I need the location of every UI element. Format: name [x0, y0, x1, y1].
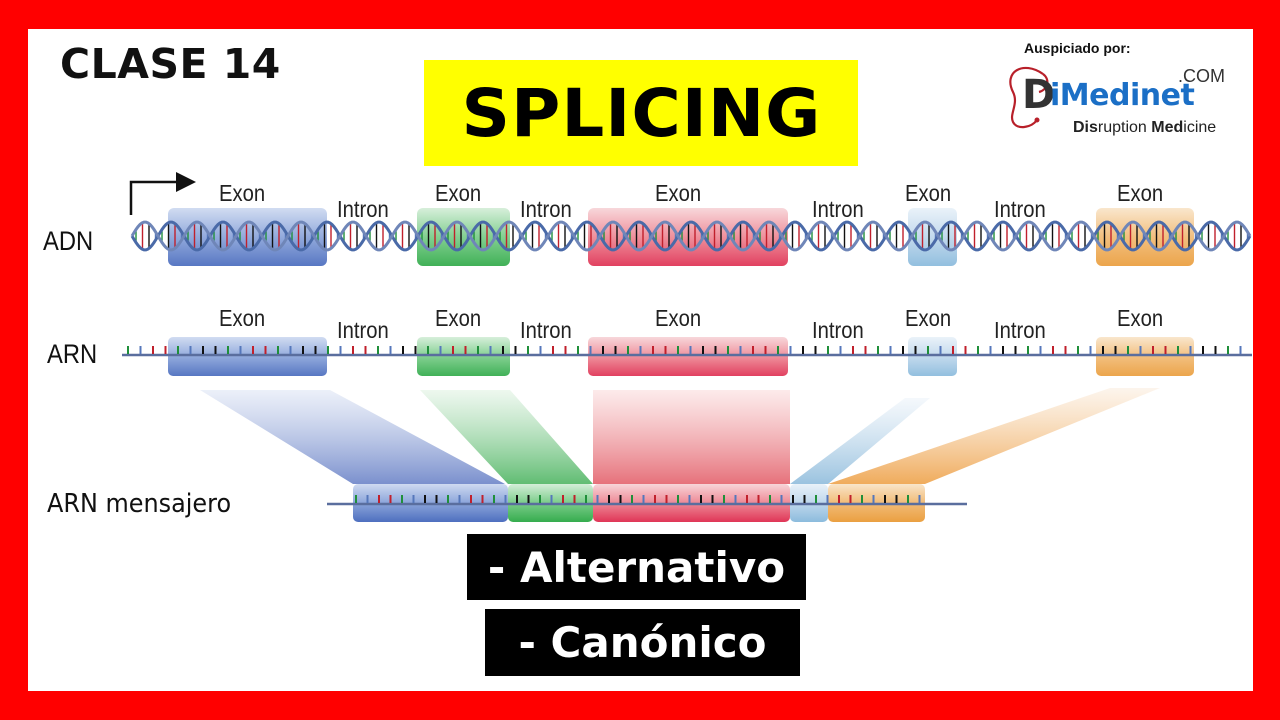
logo-tagline: Disruption Medicine: [1073, 119, 1217, 136]
class-number-label: CLASE 14: [60, 40, 281, 88]
rna-intron-label: Intron: [812, 317, 864, 343]
dna-exon-label: Exon: [655, 180, 702, 206]
rna-exon-label: Exon: [435, 305, 482, 331]
page-title: SPLICING: [461, 74, 821, 152]
rna-exon-label: Exon: [1117, 305, 1164, 331]
title-banner: SPLICING: [424, 60, 858, 166]
dna-exon-label: Exon: [1117, 180, 1164, 206]
dna-helix: [130, 220, 1252, 252]
logo-brand: iMedinet: [1050, 78, 1195, 113]
rna-intron-label: Intron: [994, 317, 1046, 343]
rna-strand: [122, 337, 1252, 376]
rna-intron-label: Intron: [520, 317, 572, 343]
dna-intron-label: Intron: [994, 196, 1046, 222]
dna-exon-label: Exon: [905, 180, 952, 206]
tag-canonico: - Canónico: [485, 609, 800, 676]
dna-intron-label: Intron: [812, 196, 864, 222]
stethoscope-icon: [1009, 66, 1049, 129]
transcription-start-arrow: [129, 172, 196, 215]
dna-exon-label: Exon: [435, 180, 482, 206]
sponsor-label: Auspiciado por:: [1024, 40, 1131, 56]
row-label-adn: ADN: [43, 226, 94, 256]
row-label-arn-mensajero: ARN mensajero: [47, 489, 232, 519]
splicing-projections: [200, 388, 1160, 484]
rna-exon-label: Exon: [219, 305, 266, 331]
mrna-strand: [327, 484, 967, 522]
rna-exon-label: Exon: [655, 305, 702, 331]
dna-intron-label: Intron: [520, 196, 572, 222]
logo-letter: D: [1022, 72, 1056, 118]
logo-domain: .COM: [1178, 66, 1225, 86]
dna-intron-label: Intron: [337, 196, 389, 222]
row-label-arn: ARN: [47, 339, 98, 369]
rna-intron-label: Intron: [337, 317, 389, 343]
dna-exon-label: Exon: [219, 180, 266, 206]
tag-alternativo: - Alternativo: [467, 534, 806, 600]
rna-exon-label: Exon: [905, 305, 952, 331]
